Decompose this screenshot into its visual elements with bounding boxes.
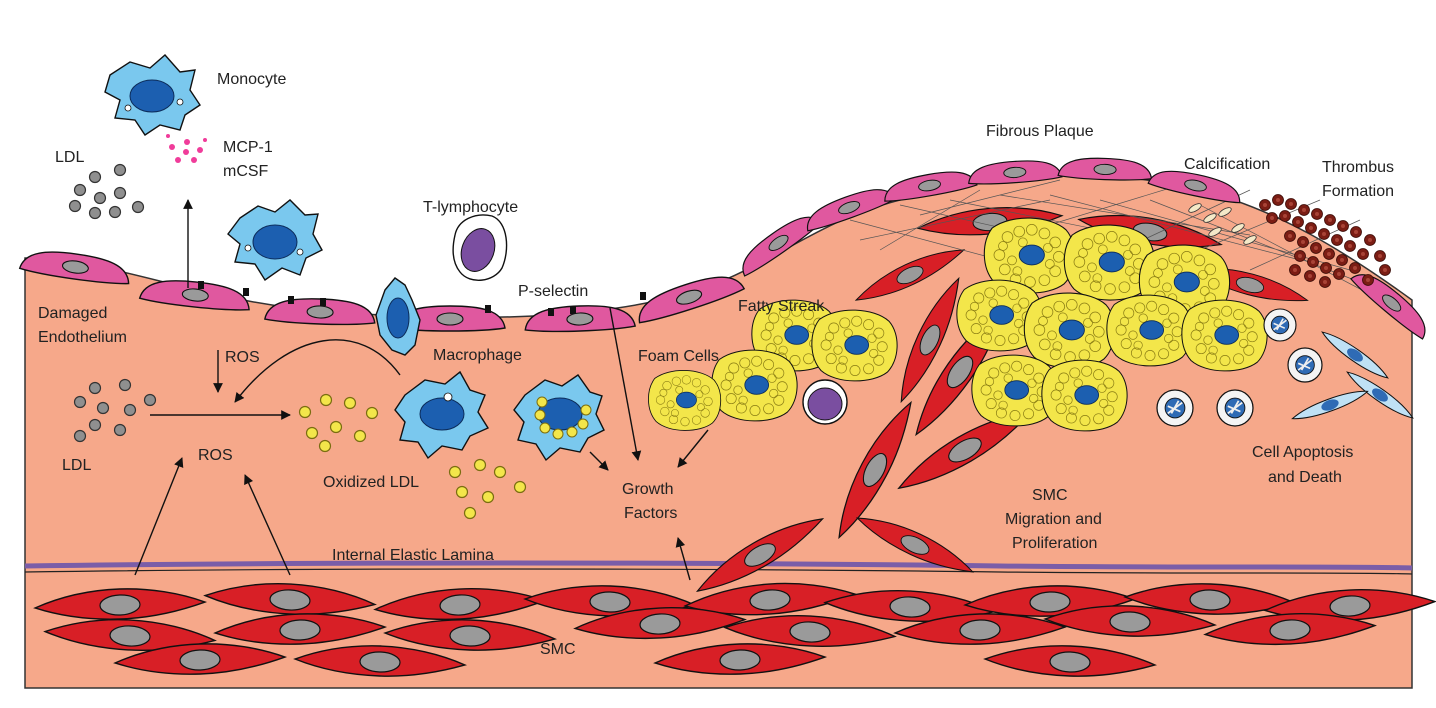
label-growth: Growth (622, 481, 674, 498)
label-cell-apoptosis: Cell Apoptosis (1252, 444, 1353, 461)
label-smc-migration: SMC (1032, 487, 1068, 504)
labels: Monocyte MCP-1 mCSF LDL T-lymphocyte P-s… (38, 71, 1394, 658)
label-p-selectin: P-selectin (518, 283, 588, 300)
label-proliferation: Proliferation (1012, 535, 1097, 552)
label-ldl-wall: LDL (62, 457, 91, 474)
label-oxidized-ldl: Oxidized LDL (323, 474, 419, 491)
label-fatty-streak: Fatty Streak (738, 298, 825, 315)
macrophage-1 (394, 370, 490, 460)
apoptotic-cells (1156, 308, 1414, 427)
t-lymphocyte-cell (452, 214, 508, 281)
label-calcification: Calcification (1184, 156, 1270, 173)
fibrous-cap-mesh (849, 179, 1401, 311)
arrows (134, 199, 709, 581)
label-t-lymphocyte: T-lymphocyte (423, 199, 518, 216)
label-thrombus: Thrombus (1322, 159, 1394, 176)
label-ros-2: ROS (198, 447, 233, 464)
label-macrophage: Macrophage (433, 347, 522, 364)
label-mcp1: MCP-1 (223, 139, 273, 156)
label-fibrous-plaque: Fibrous Plaque (986, 123, 1094, 140)
label-migration-and: Migration and (1005, 511, 1102, 528)
monocyte-rolling (227, 199, 323, 281)
label-monocyte: Monocyte (217, 71, 286, 88)
lymphocyte-in-plaque (802, 379, 848, 425)
label-and-death: and Death (1268, 469, 1342, 486)
ldl-particles-lumen (68, 163, 145, 220)
p-selectin-receptors (198, 281, 646, 316)
internal-elastic-lamina (24, 560, 1413, 571)
label-mcsf: mCSF (223, 163, 269, 180)
label-foam-cells: Foam Cells (638, 348, 719, 365)
monocyte-in-lumen (104, 54, 201, 136)
label-endothelium: Endothelium (38, 329, 127, 346)
label-ros-1: ROS (225, 349, 260, 366)
mcp1-mcsf-chemokines (166, 134, 207, 163)
label-factors: Factors (624, 505, 677, 522)
label-formation: Formation (1322, 183, 1394, 200)
calcification-deposits (1188, 203, 1257, 245)
monocyte-transmigrating (375, 277, 421, 356)
label-ldl-lumen: LDL (55, 149, 84, 166)
label-smc: SMC (540, 641, 576, 658)
macrophage-2 (513, 374, 605, 462)
label-internal-elastic-lamina: Internal Elastic Lamina (332, 547, 494, 564)
label-damaged: Damaged (38, 305, 107, 322)
